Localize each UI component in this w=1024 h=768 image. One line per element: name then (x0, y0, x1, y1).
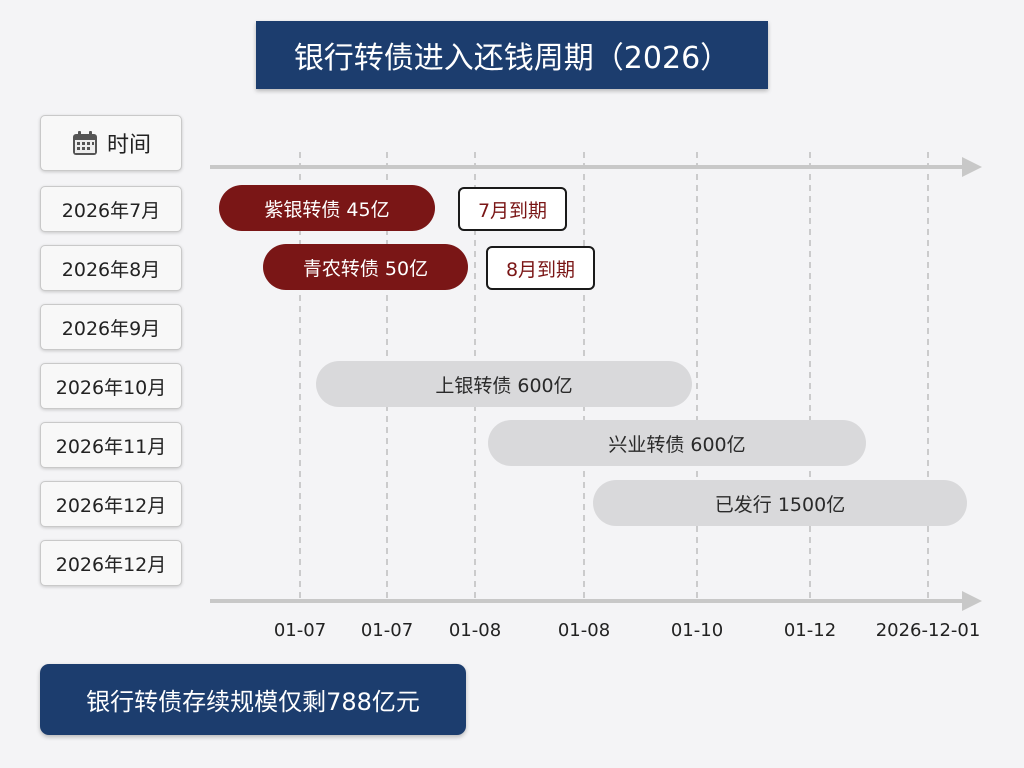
tick-label: 01-08 (448, 620, 502, 641)
page-title: 银行转债进入还钱周期（2026） (256, 21, 768, 89)
tick-label: 01-07 (360, 620, 414, 641)
row-label: 2026年12月 (40, 540, 182, 586)
bond-bar: 兴业转债 600亿 (488, 420, 866, 466)
bond-bar: 青农转债 50亿 (263, 244, 468, 290)
row-label: 2026年9月 (40, 304, 182, 350)
tick-label: 2026-12-01 (875, 620, 981, 641)
tick-label: 01-07 (273, 620, 327, 641)
row-label: 2026年10月 (40, 363, 182, 409)
time-header: 时间 (40, 115, 182, 171)
tick-label: 01-12 (783, 620, 837, 641)
row-label: 2026年12月 (40, 481, 182, 527)
row-label: 2026年7月 (40, 186, 182, 232)
gridlines (299, 152, 929, 602)
row-label: 2026年11月 (40, 422, 182, 468)
bond-bar: 已发行 1500亿 (593, 480, 967, 526)
maturity-tag: 8月到期 (486, 246, 595, 290)
time-header-label: 时间 (106, 133, 151, 158)
summary-banner: 银行转债存续规模仅剩788亿元 (40, 664, 466, 735)
bottom-axis-arrow (962, 591, 982, 611)
bond-bar: 紫银转债 45亿 (219, 185, 435, 231)
top-axis-arrow (962, 157, 982, 177)
calendar-icon (72, 131, 97, 155)
maturity-tag: 7月到期 (458, 187, 567, 231)
bond-bar: 上银转债 600亿 (316, 361, 692, 407)
tick-label: 01-08 (557, 620, 611, 641)
row-label: 2026年8月 (40, 245, 182, 291)
tick-label: 01-10 (670, 620, 724, 641)
